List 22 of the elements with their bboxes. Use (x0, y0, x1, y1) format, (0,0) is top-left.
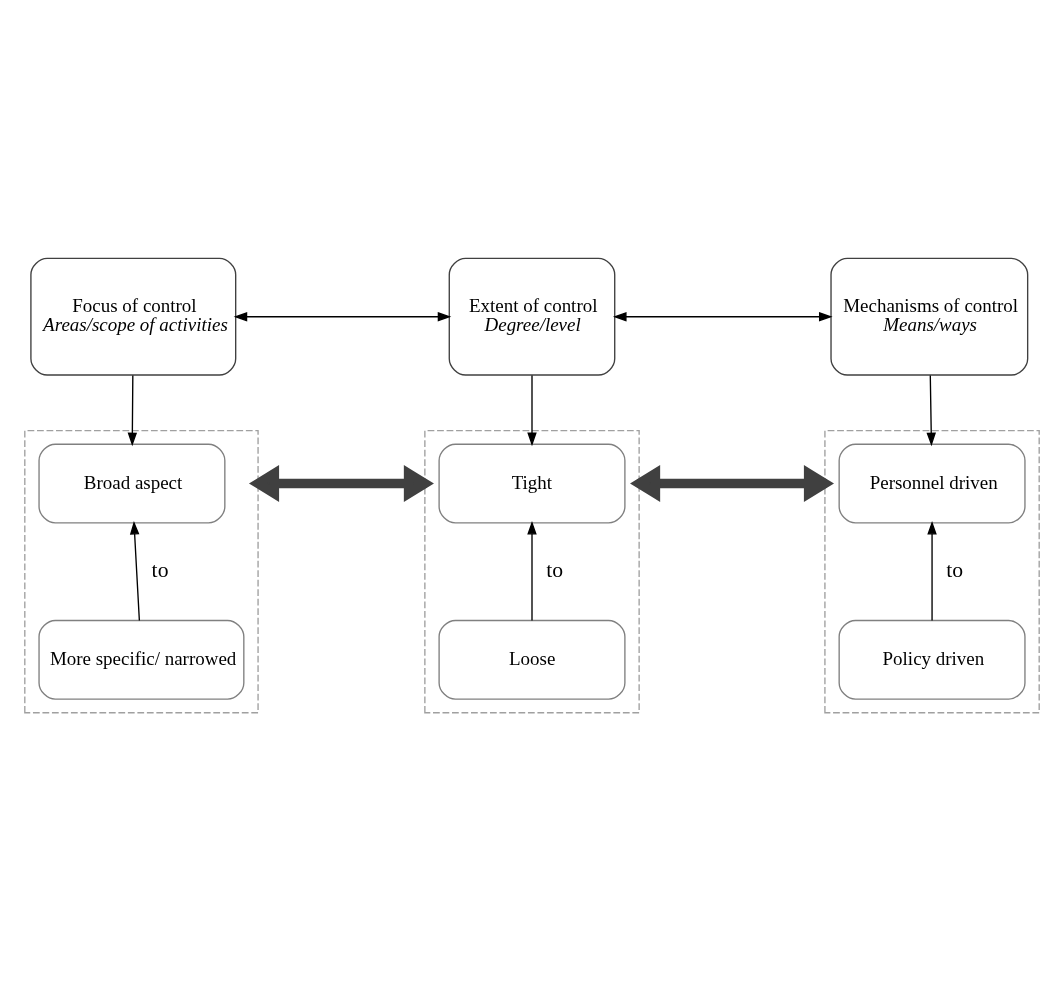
node-box: Mechanisms of control Means/ways (830, 257, 1029, 376)
node-box: Broad aspect (38, 443, 226, 524)
edge-label: to (151, 557, 169, 582)
arrow (927, 520, 937, 621)
arrow (926, 374, 936, 446)
node-box: Loose (438, 619, 626, 700)
node-box: Personnel driven (838, 443, 1026, 524)
node-box: Policy driven (838, 619, 1026, 700)
arrow (613, 311, 833, 321)
node-box: More specific/ narrowed (38, 619, 245, 700)
arrow (127, 374, 138, 446)
node-box: Tight (438, 443, 626, 524)
arrow (248, 464, 434, 502)
arrow (630, 464, 834, 502)
arrow (233, 311, 452, 321)
node-box: Extent of control Degree/level (448, 257, 616, 376)
arrow (129, 520, 141, 621)
edge-label: to (946, 557, 964, 582)
edge-label: to (546, 557, 564, 582)
arrow (527, 374, 537, 446)
node-box: Focus of control Areas/scope of activities (30, 257, 237, 376)
arrow (527, 520, 537, 621)
